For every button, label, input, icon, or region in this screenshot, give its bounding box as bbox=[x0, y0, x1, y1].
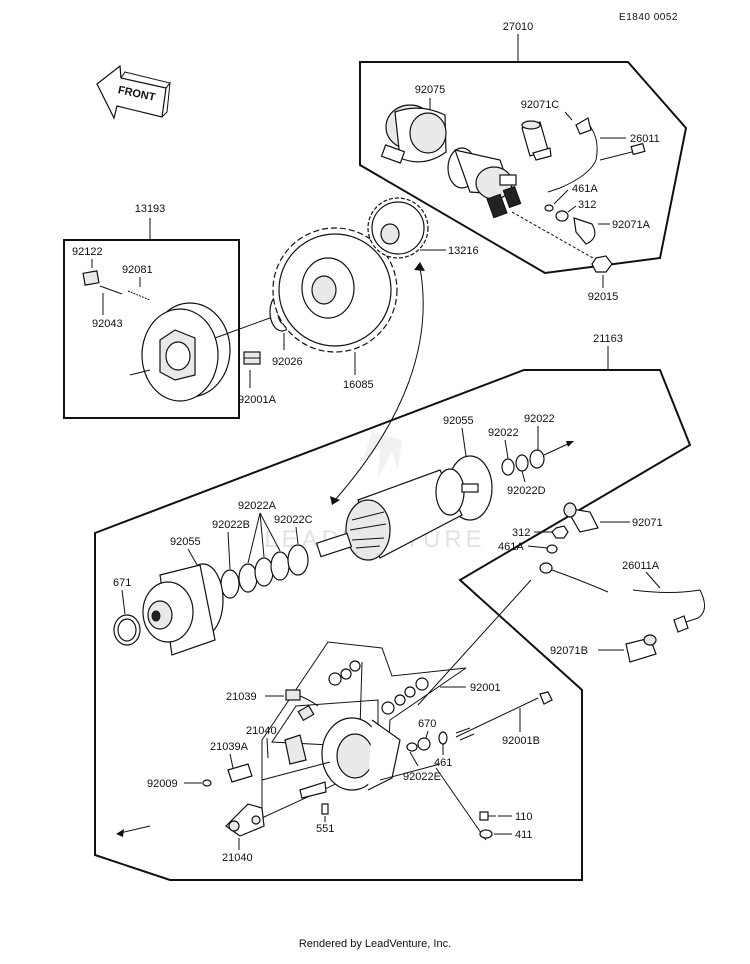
part-92081-spring bbox=[127, 290, 151, 301]
part-670-washer bbox=[417, 737, 431, 751]
part-92015-nut bbox=[591, 255, 613, 273]
label-312-top: 312 bbox=[578, 199, 596, 211]
label-92009: 92009 bbox=[147, 778, 178, 790]
label-92022d: 92022D bbox=[507, 485, 546, 497]
part-92071B-cap bbox=[625, 634, 657, 663]
part-411-washer bbox=[479, 829, 493, 839]
label-92022-a: 92022 bbox=[488, 427, 519, 439]
part-92071C bbox=[521, 120, 552, 161]
diagram-code: E1840 0052 bbox=[619, 12, 678, 23]
label-92022b: 92022B bbox=[212, 519, 250, 531]
label-461a-top: 461A bbox=[572, 183, 598, 195]
part-92043-pin bbox=[99, 285, 123, 295]
label-92022e: 92022E bbox=[403, 771, 441, 783]
label-92015: 92015 bbox=[588, 291, 619, 303]
label-461: 461 bbox=[434, 757, 452, 769]
label-92055-left: 92055 bbox=[170, 536, 201, 548]
label-26011a: 26011A bbox=[622, 560, 660, 572]
part-13216-gear bbox=[367, 197, 429, 259]
part-21040-terminal bbox=[225, 803, 265, 837]
group-13193: 13193 92122 92081 92043 92001A bbox=[63, 203, 279, 419]
label-13193: 13193 bbox=[135, 203, 166, 215]
label-92081: 92081 bbox=[122, 264, 153, 276]
part-92071-cap bbox=[563, 502, 599, 533]
label-670: 670 bbox=[418, 718, 436, 730]
part-92122-roller bbox=[82, 270, 100, 286]
label-92055-top: 92055 bbox=[443, 415, 474, 427]
label-13216: 13216 bbox=[448, 245, 479, 257]
part-312-nut bbox=[555, 210, 569, 222]
part-16085-gear bbox=[272, 227, 398, 353]
label-16085: 16085 bbox=[343, 379, 374, 391]
part-21039A-brush bbox=[227, 763, 253, 783]
label-92071b: 92071B bbox=[550, 645, 588, 657]
label-92022c: 92022C bbox=[274, 514, 313, 526]
label-551: 551 bbox=[316, 823, 334, 835]
label-27010: 27010 bbox=[503, 21, 534, 33]
part-110-bolt bbox=[479, 811, 496, 821]
part-clutch-housing bbox=[129, 302, 231, 402]
part-461A-washer-mid bbox=[546, 544, 558, 554]
label-92075: 92075 bbox=[415, 84, 446, 96]
part-92022A-washer-3 bbox=[270, 551, 290, 581]
label-110: 110 bbox=[515, 811, 533, 823]
part-rear-cover bbox=[261, 717, 441, 799]
label-92001: 92001 bbox=[470, 682, 501, 694]
label-411: 411 bbox=[515, 829, 533, 841]
part-92022A-washer-2 bbox=[254, 557, 274, 587]
group-21163: 21163 92055 92022 92022 92022D bbox=[94, 333, 705, 881]
part-92022A-washer-1 bbox=[238, 563, 258, 593]
group-27010: 27010 92075 92071C bbox=[359, 21, 688, 303]
label-21040-a: 21040 bbox=[246, 725, 277, 737]
part-461A-washer bbox=[544, 204, 554, 212]
label-21163: 21163 bbox=[593, 333, 623, 345]
part-92022C-washer bbox=[287, 544, 309, 576]
part-front-cover bbox=[142, 563, 224, 656]
label-92122: 92122 bbox=[72, 246, 103, 258]
label-92001b: 92001B bbox=[502, 735, 540, 747]
part-armature bbox=[315, 468, 479, 561]
label-312-mid: 312 bbox=[512, 527, 530, 539]
part-92022D-washer bbox=[515, 454, 529, 472]
front-arrow-icon: FRONT bbox=[96, 64, 171, 120]
part-solenoid bbox=[447, 147, 522, 219]
label-92071: 92071 bbox=[632, 517, 663, 529]
part-92022-washer-b bbox=[529, 449, 545, 469]
label-92022a: 92022A bbox=[238, 500, 277, 512]
label-92001a: 92001A bbox=[238, 394, 277, 406]
part-brush-holder bbox=[284, 734, 307, 765]
part-92022B-washer bbox=[220, 569, 240, 599]
part-26011A-cable bbox=[632, 589, 705, 633]
part-92022E-washer bbox=[406, 742, 418, 752]
label-21039: 21039 bbox=[226, 691, 257, 703]
label-92026: 92026 bbox=[272, 356, 303, 368]
label-92071c: 92071C bbox=[521, 99, 560, 111]
label-92022-b: 92022 bbox=[524, 413, 555, 425]
label-21039a: 21039A bbox=[210, 741, 249, 753]
part-starter-lead bbox=[539, 562, 609, 593]
part-21039-brush bbox=[285, 689, 301, 701]
part-brush-plate-washers bbox=[328, 660, 429, 715]
part-92001A-bolt bbox=[243, 351, 261, 388]
label-671: 671 bbox=[113, 577, 131, 589]
label-92071a: 92071A bbox=[612, 219, 651, 231]
label-26011: 26011 bbox=[630, 133, 660, 145]
part-461-washer bbox=[438, 731, 448, 745]
label-461a-mid: 461A bbox=[498, 541, 524, 553]
part-92001B-bolt bbox=[455, 691, 553, 741]
part-92009-screw bbox=[202, 779, 212, 787]
part-551-pin bbox=[321, 803, 329, 815]
part-92075-boot bbox=[380, 104, 447, 164]
part-312-nut-mid bbox=[551, 525, 569, 539]
part-92071A bbox=[573, 217, 596, 245]
label-21040-b: 21040 bbox=[222, 852, 253, 864]
footer-credit: Rendered by LeadVenture, Inc. bbox=[298, 938, 452, 950]
part-26011-cable bbox=[547, 117, 646, 193]
label-92043: 92043 bbox=[92, 318, 123, 330]
part-92022-washer-a bbox=[501, 458, 515, 476]
